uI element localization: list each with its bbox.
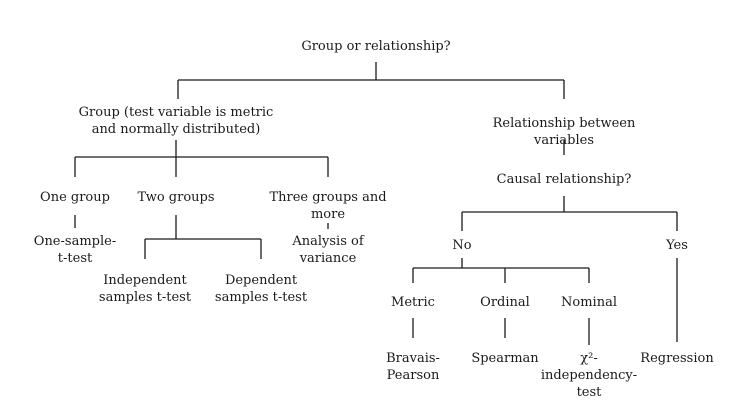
group-node: Group (test variable is metric and norma… — [78, 105, 274, 137]
dependent-t-test-node: Dependent samples t-test — [214, 273, 308, 305]
connector-two-groups — [144, 215, 262, 259]
nominal-node: Nominal — [561, 295, 617, 310]
root-question: Group or relationship? — [301, 39, 451, 54]
yes-node: Yes — [666, 238, 688, 253]
connector-root — [177, 62, 565, 99]
chi-square-test-node: χ²- independency- test — [540, 351, 638, 400]
three-groups-node: Three groups and more — [269, 190, 387, 222]
anova-node: Analysis of variance — [292, 234, 364, 266]
bravais-pearson-node: Bravais- Pearson — [386, 351, 440, 383]
connector-causal-split — [461, 196, 678, 231]
one-sample-t-test-node: One-sample- t-test — [33, 234, 117, 266]
connector-no-split — [412, 258, 590, 283]
spearman-node: Spearman — [471, 351, 539, 366]
independent-t-test-node: Independent samples t-test — [98, 273, 192, 305]
causal-question-node: Causal relationship? — [496, 172, 632, 187]
one-group-node: One group — [40, 190, 110, 205]
relationship-node: Relationship between variables — [492, 116, 636, 148]
ordinal-node: Ordinal — [480, 295, 530, 310]
no-node: No — [452, 238, 472, 253]
two-groups-node: Two groups — [137, 190, 215, 205]
metric-node: Metric — [391, 295, 435, 310]
connector-group-split — [74, 140, 329, 177]
regression-node: Regression — [640, 351, 714, 366]
